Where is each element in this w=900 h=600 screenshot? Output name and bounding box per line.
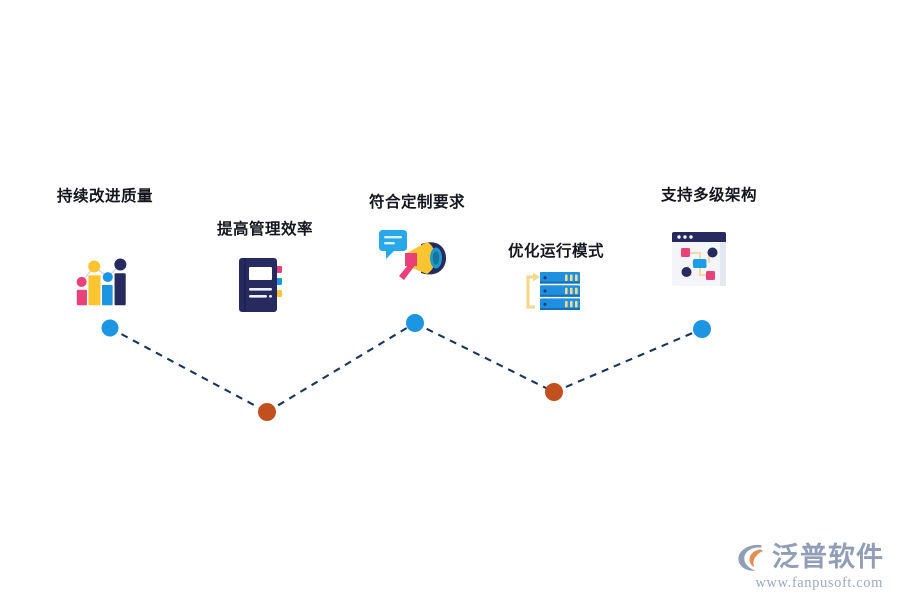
milestone-dot-5[interactable]: [693, 320, 711, 338]
node-label-1: 持续改进质量: [56, 187, 154, 205]
watermark-brand-row: 泛普软件: [735, 540, 884, 574]
milestone-dot-3[interactable]: [406, 314, 424, 332]
milestone-dot-1[interactable]: [101, 319, 119, 337]
flowchart-window-icon: [670, 230, 728, 288]
connector-segment-3: [414, 322, 555, 393]
node-label-5: 支持多级架构: [660, 186, 758, 204]
node-label-2: 提高管理效率: [216, 220, 314, 238]
watermark: 泛普软件 www.fanpusoft.com: [735, 540, 884, 592]
fanpu-logo-icon: [738, 544, 764, 571]
milestone-dot-4[interactable]: [545, 383, 563, 401]
connector-segment-2: [266, 322, 416, 413]
watermark-url: www.fanpusoft.com: [755, 575, 883, 591]
connector-segment-4: [553, 328, 703, 393]
node-label-4: 优化运行模式: [507, 242, 605, 260]
bar-chart-people-icon: [70, 250, 132, 312]
node-label-3: 符合定制要求: [368, 193, 466, 211]
watermark-brand: 泛普软件: [772, 541, 884, 573]
megaphone-icon: [377, 228, 449, 286]
notebook-icon: [236, 256, 286, 314]
connector-segment-1: [109, 327, 268, 413]
server-rack-icon: [520, 267, 582, 315]
milestone-dot-2[interactable]: [258, 403, 276, 421]
